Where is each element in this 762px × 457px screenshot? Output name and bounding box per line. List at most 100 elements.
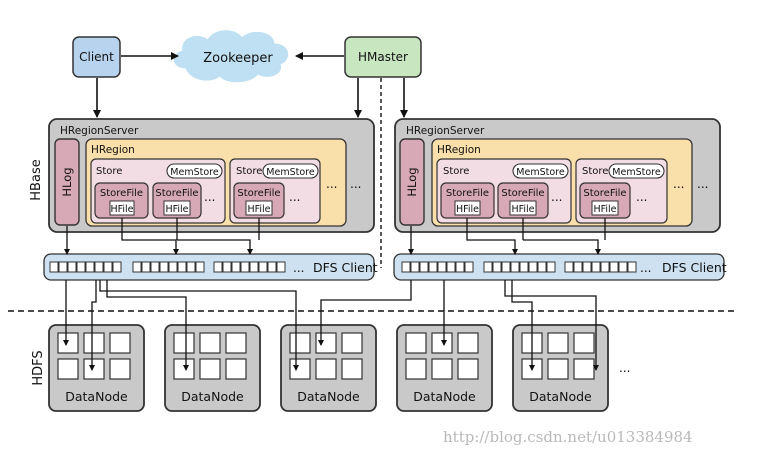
dfs-client-2-cell xyxy=(501,261,511,273)
zookeeper-label: Zookeeper xyxy=(203,51,273,66)
hregion-1-more: ... xyxy=(326,177,337,191)
region-server-2-title: HRegionServer xyxy=(406,125,485,137)
hfile-2a-1: HFile xyxy=(456,204,479,215)
dfs-client-1-cell xyxy=(132,261,142,273)
datanode-1: DataNode xyxy=(48,324,145,412)
block-cell xyxy=(573,358,595,380)
block-cell xyxy=(199,332,221,354)
store-1b: Store MemStore StoreFile HFile ... xyxy=(229,158,321,224)
block-cell xyxy=(547,332,569,354)
dfs-client-2-cell xyxy=(609,261,619,273)
hdfs-layer-label: HDFS xyxy=(31,350,46,385)
dfs-client-1-cell xyxy=(213,261,223,273)
datanode-2: DataNode xyxy=(164,324,261,412)
watermark-text: http://blog.csdn.net/u013384984 xyxy=(443,428,693,446)
hregion-1: HRegion Store MemStore StoreFile HFile S… xyxy=(85,138,347,227)
dfs-client-2-cell xyxy=(582,261,592,273)
datanode-3-label: DataNode xyxy=(297,389,360,404)
client-label: Client xyxy=(79,50,114,64)
dfs-client-1-cell xyxy=(240,261,250,273)
datanode-2-label: DataNode xyxy=(181,389,244,404)
dfs-client-2-cell xyxy=(618,261,628,273)
datanode-5-label: DataNode xyxy=(529,389,592,404)
dfs-client-1-cell xyxy=(177,261,187,273)
dfs-client-2-cell xyxy=(446,261,456,273)
hlog-1-label: HLog xyxy=(60,167,74,196)
hfile-2b-1: HFile xyxy=(593,204,616,215)
region-server-2: HRegionServer HLog HRegion Store MemStor… xyxy=(394,118,721,233)
dfs-client-2-more: ... xyxy=(640,261,651,275)
hlog-2: HLog xyxy=(399,138,425,226)
memstore-2b: MemStore xyxy=(612,167,661,178)
datanode-more: ... xyxy=(619,361,630,375)
dfs-client-2-label: DFS Client xyxy=(662,260,727,275)
store-1a-label: Store xyxy=(96,166,122,177)
dfs-client-2-cell xyxy=(537,261,547,273)
dfs2-to-dn5-arrow xyxy=(504,280,599,371)
hregion-2-more: ... xyxy=(673,177,684,191)
dfs-client-2-cell xyxy=(519,261,529,273)
dfs-client-1-cell xyxy=(112,261,122,273)
store-2a-more: ... xyxy=(551,190,562,204)
storefile-2a-2: StoreFile xyxy=(501,188,544,199)
datanode-3: DataNode xyxy=(280,324,377,412)
dfs-client-2-cell xyxy=(428,261,438,273)
block-cell xyxy=(405,332,427,354)
dfs-client-2-cell xyxy=(455,261,465,273)
block-cell xyxy=(405,358,427,380)
dfs-client-2-cell xyxy=(419,261,429,273)
dfs-client-1-cell xyxy=(231,261,241,273)
block-cell xyxy=(57,358,79,380)
block-cell xyxy=(341,358,363,380)
hlog-1: HLog xyxy=(54,138,80,226)
block-cell xyxy=(315,358,337,380)
dfs-client-1-cell xyxy=(58,261,68,273)
dfs-client-1-cell xyxy=(103,261,113,273)
dfs-client-1-cell xyxy=(258,261,268,273)
store-2a-label: Store xyxy=(443,166,469,177)
block-cell xyxy=(109,332,131,354)
dfs-client-1-cell xyxy=(85,261,95,273)
dfs-client-2-cell xyxy=(510,261,520,273)
block-cell xyxy=(173,358,195,380)
store-2a: Store MemStore StoreFile HFile StoreFile… xyxy=(436,158,572,224)
hlog-2-label: HLog xyxy=(405,167,419,196)
dfs-client-2-cell xyxy=(401,261,411,273)
hbase-layer-label: HBase xyxy=(29,159,44,200)
dfs-client-2-cell xyxy=(410,261,420,273)
store-1b-more: ... xyxy=(289,190,300,204)
hregion-2: HRegion Store MemStore StoreFile HFile S… xyxy=(431,138,693,227)
block-cell xyxy=(341,332,363,354)
block-cell xyxy=(83,332,105,354)
dfs-client-2-cell xyxy=(437,261,447,273)
dfs-client-2-cell xyxy=(546,261,556,273)
block-cell xyxy=(431,332,453,354)
storefile-2b-1: StoreFile xyxy=(583,188,626,199)
datanode-4-label: DataNode xyxy=(413,389,476,404)
block-cell xyxy=(457,358,479,380)
dfs-client-1-cell xyxy=(249,261,259,273)
block-cell xyxy=(547,358,569,380)
block-cell xyxy=(225,358,247,380)
dfs-client-2-cell xyxy=(600,261,610,273)
dfs-client-1-cell xyxy=(94,261,104,273)
dfs1-to-dn3-arrow xyxy=(99,280,299,371)
store-1a: Store MemStore StoreFile HFile StoreFile… xyxy=(90,158,226,224)
block-cell xyxy=(315,332,337,354)
hfile-1a-2: HFile xyxy=(165,204,188,215)
dfs-client-2-cell xyxy=(492,261,502,273)
dfs1-to-dn2-arrow xyxy=(106,280,189,371)
connector-lines xyxy=(63,218,606,371)
datanode-5: DataNode xyxy=(512,324,609,412)
dfs-client-1: ... DFS Client xyxy=(43,253,378,281)
block-cell xyxy=(289,332,311,354)
block-cell xyxy=(225,332,247,354)
dfs-client-2-cell xyxy=(564,261,574,273)
dfs-client-1-cell xyxy=(150,261,160,273)
dfs-client-2-cell xyxy=(591,261,601,273)
dfs-client-1-cell xyxy=(76,261,86,273)
dfs-client-1-cell xyxy=(67,261,77,273)
store-2b-more: ... xyxy=(636,190,647,204)
datanode-4: DataNode xyxy=(396,324,493,412)
hmaster-node: HMaster xyxy=(344,36,422,78)
